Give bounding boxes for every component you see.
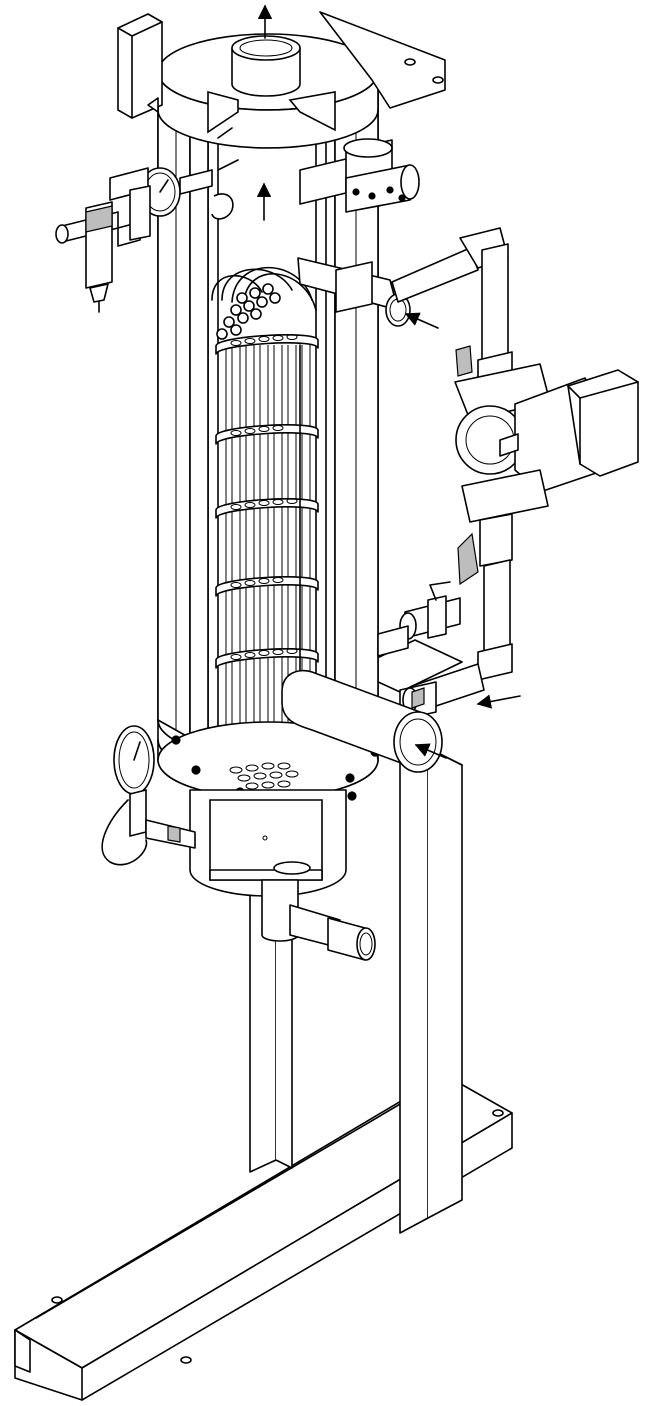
baffle-holes — [230, 334, 298, 660]
upper-pressure-gauge — [139, 167, 213, 217]
tube-sheet-holes — [229, 762, 299, 790]
side-inlet-arrow — [476, 694, 521, 709]
tube-bundle — [211, 266, 319, 771]
tube-lines — [225, 345, 311, 770]
filter-regulator — [55, 167, 151, 313]
solenoid-valve — [299, 138, 420, 213]
tube-stubs — [216, 283, 281, 340]
lower-pressure-gauge — [101, 725, 196, 866]
lower-inlet-header — [281, 669, 443, 773]
base-frame — [14, 639, 513, 1401]
upper-inlet-arrow — [404, 312, 439, 329]
lower-inlet-arrow — [414, 743, 447, 759]
top-cap — [117, 11, 446, 149]
ball-valve — [377, 581, 461, 657]
level-sight-glass — [211, 127, 239, 220]
circulation-pump — [454, 345, 639, 586]
flow-arrows — [256, 4, 521, 759]
upper-inlet-pipe — [297, 227, 509, 367]
